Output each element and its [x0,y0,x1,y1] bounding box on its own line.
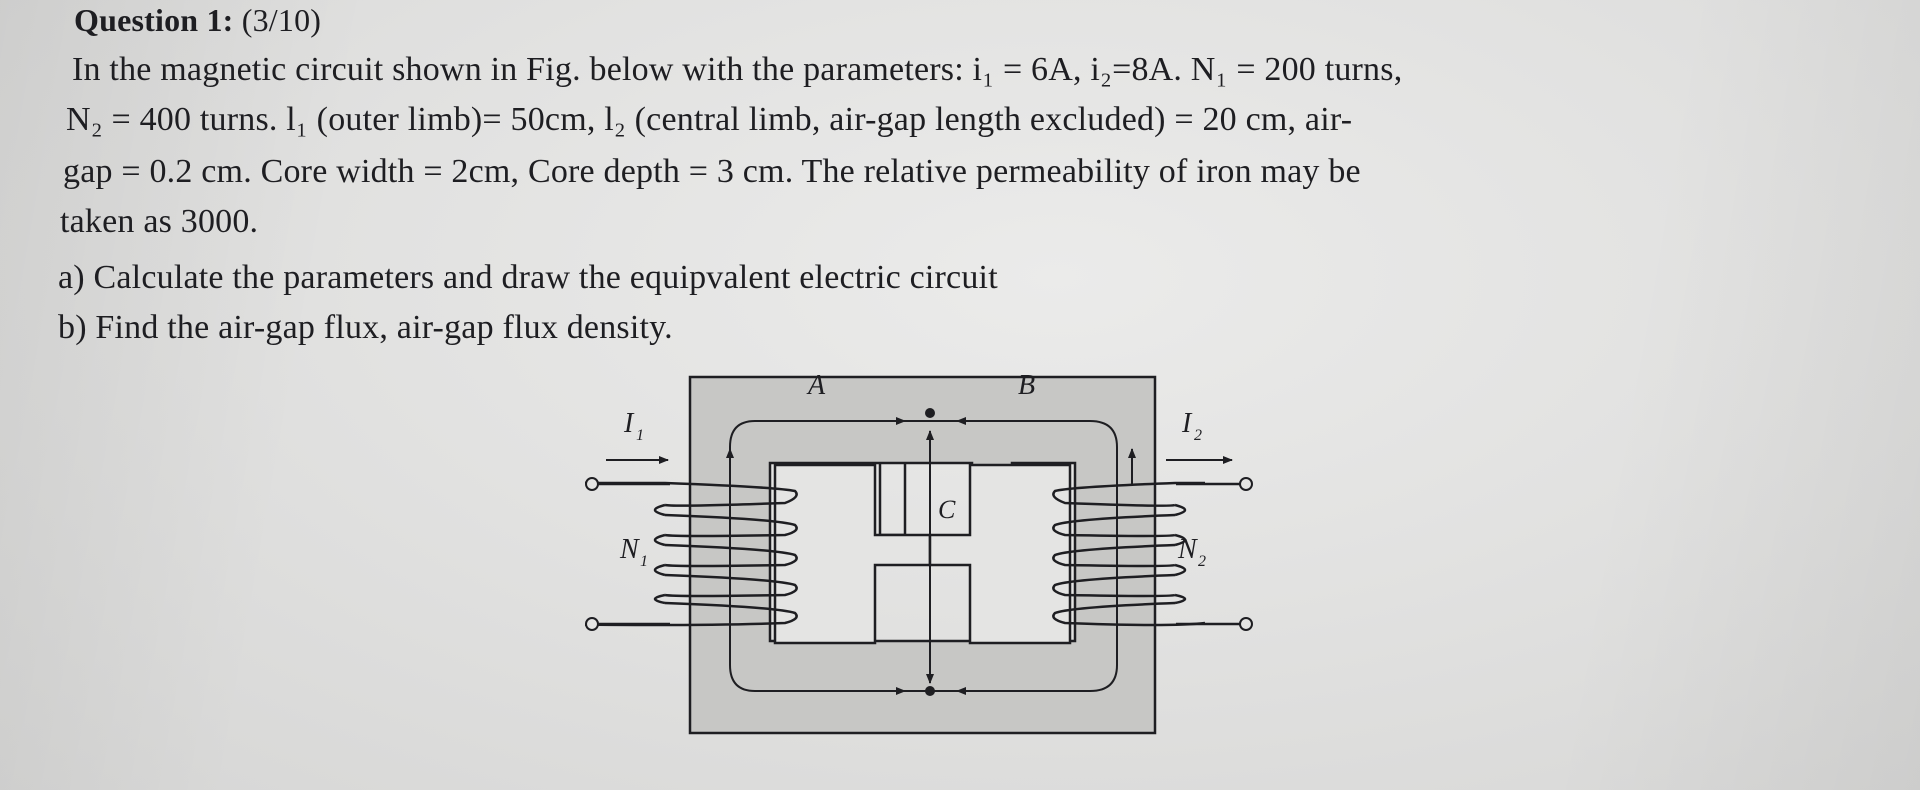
question-marks: (3/10) [233,2,322,38]
label-current-i2-subscript: 2 [1194,427,1202,444]
label-current-i2: I [1181,408,1193,439]
label-current-i1-subscript: 1 [636,427,644,444]
magnetic-circuit-figure [585,375,1206,735]
flux-path-left [729,420,930,692]
flux-path-right [930,420,1118,692]
question-part-b: b) Find the air-gap flux, air-gap flux d… [58,309,673,346]
question-text-line-1: In the magnetic circuit shown in Fig. be… [72,51,1403,88]
terminal-i2-bottom [1239,617,1253,631]
junction-top [925,408,935,418]
coil-n2 [1052,481,1206,627]
question-part-a: a) Calculate the parameters and draw the… [58,259,998,296]
terminal-i2-top [1239,477,1253,491]
question-text-line-3: gap = 0.2 cm. Core width = 2cm, Core dep… [63,153,1361,190]
question-text-line-2: N₂ = 400 turns. l₁ (outer limb)= 50cm, l… [66,101,1353,138]
label-limb-b: B [1018,370,1035,401]
question-text-line-4: taken as 3000. [60,203,259,240]
label-limb-a: A [806,370,826,401]
figure-overlay: A B C I 1 I 2 N 1 N 2 [585,370,1253,631]
label-turns-n2: N [1177,534,1198,565]
junction-bottom [925,686,935,696]
terminal-i1-bottom [585,617,599,631]
label-turns-n1-subscript: 1 [640,553,648,570]
label-turns-n1: N [619,534,640,565]
label-current-i1: I [623,408,635,439]
question-title: Question 1: (3/10) [74,0,321,40]
terminal-i1-top [585,477,599,491]
question-number: Question 1: [74,2,234,38]
label-limb-c: C [938,495,956,524]
label-turns-n2-subscript: 2 [1198,553,1206,570]
